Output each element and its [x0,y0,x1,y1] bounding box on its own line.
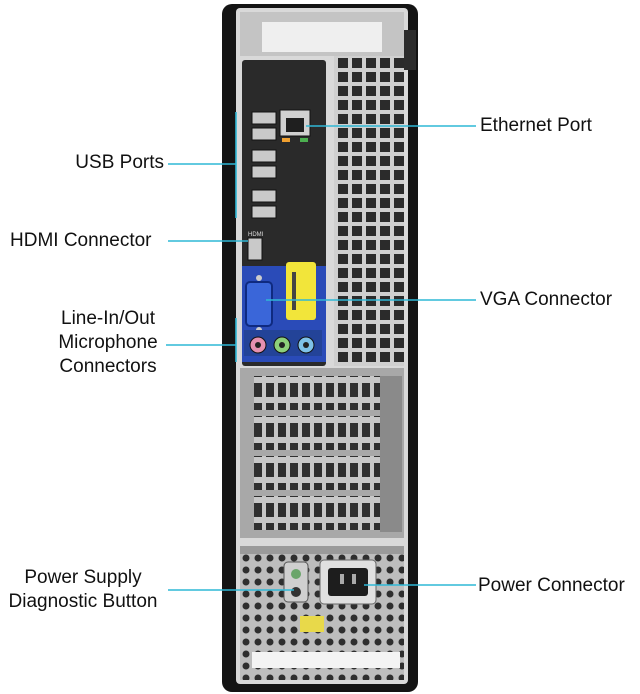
expansion-slot [254,496,380,530]
label-ethernet-port: Ethernet Port [480,115,592,136]
label-psu-diag-line1: Power Supply [24,567,142,588]
lock-latch [404,30,416,70]
hdmi-port [247,237,263,261]
usb-port [251,165,277,179]
expansion-slot [254,376,380,410]
label-audio-line1: Line-In/Out [61,308,155,329]
barcode-sticker [286,262,316,320]
vga-port [245,281,273,327]
usb-port [251,111,277,125]
leader-lines [166,112,476,591]
usb-port [251,127,277,141]
hdmi-mark: HDMI [248,232,264,238]
label-power-connector: Power Connector [478,575,625,596]
label-hdmi-connector: HDMI Connector [10,230,152,251]
expansion-slot [254,416,380,450]
label-audio-line2: Microphone [58,332,158,353]
usb-port [251,189,277,203]
expansion-slot [254,456,380,490]
psu-diagnostic-button [283,561,309,603]
vent-grille [334,56,404,366]
label-psu-diag-line2: Diagnostic Button [8,591,158,612]
psu-label [252,652,400,668]
usb-port [251,149,277,163]
label-usb-ports: USB Ports [75,152,164,173]
usb-port [251,205,277,219]
label-audio-line3: Connectors [59,356,157,377]
label-vga-connector: VGA Connector [480,289,613,310]
usb-port-group [251,111,277,219]
